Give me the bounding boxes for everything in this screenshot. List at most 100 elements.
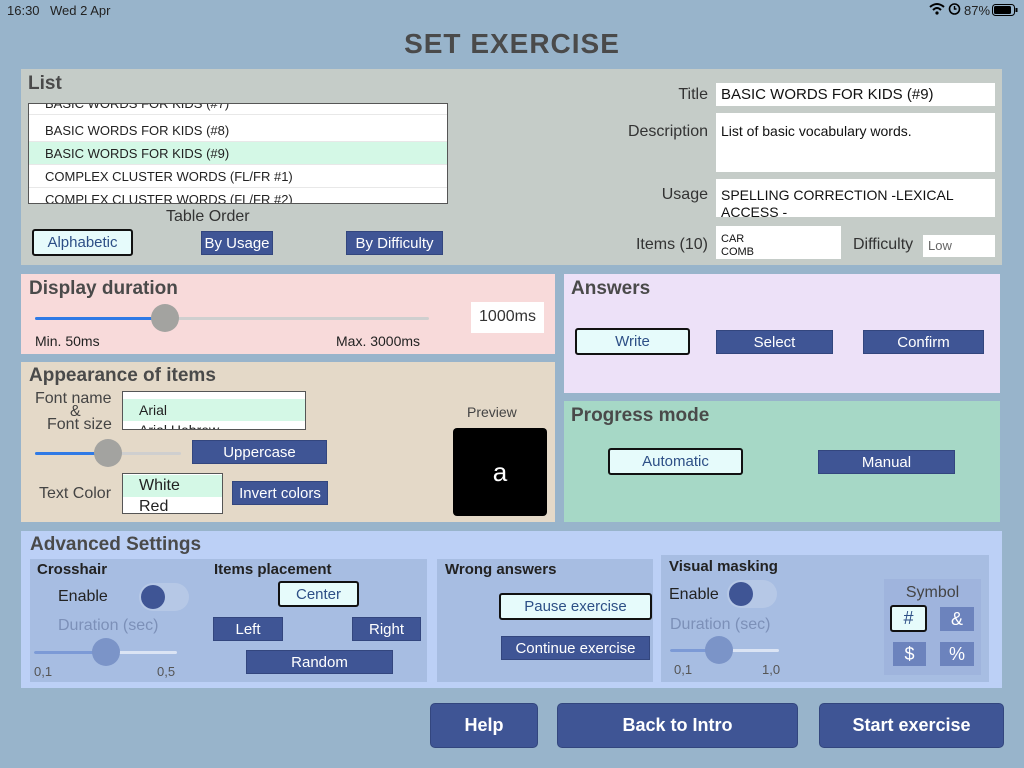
masking-enable-label: Enable bbox=[669, 586, 719, 603]
usage-field[interactable]: SPELLING CORRECTION -LEXICAL ACCESS - bbox=[716, 179, 995, 217]
color-option-selected[interactable]: White bbox=[123, 475, 222, 497]
exercise-list[interactable]: BASIC WORDS FOR KIDS (#7) BASIC WORDS FO… bbox=[28, 103, 448, 204]
crosshair-enable-label: Enable bbox=[58, 588, 108, 605]
font-picker[interactable]: Arial Arial Hebrew bbox=[122, 391, 306, 430]
right-button[interactable]: Right bbox=[352, 617, 421, 641]
crosshair-title: Crosshair bbox=[37, 561, 108, 578]
confirm-button[interactable]: Confirm bbox=[863, 330, 984, 354]
alphabetic-button[interactable]: Alphabetic bbox=[32, 229, 133, 256]
color-picker[interactable]: White Red bbox=[122, 473, 223, 514]
progress-mode-title: Progress mode bbox=[571, 405, 710, 426]
symbol-label: Symbol bbox=[905, 584, 960, 601]
title-label: Title bbox=[678, 86, 708, 103]
back-to-intro-button[interactable]: Back to Intro bbox=[557, 703, 798, 748]
select-button[interactable]: Select bbox=[716, 330, 833, 354]
uppercase-button[interactable]: Uppercase bbox=[192, 440, 327, 464]
by-difficulty-button[interactable]: By Difficulty bbox=[346, 231, 443, 255]
preview-box: a bbox=[453, 428, 547, 516]
masking-slider-knob[interactable] bbox=[705, 636, 734, 664]
difficulty-label: Difficulty bbox=[853, 236, 914, 253]
crosshair-toggle[interactable] bbox=[139, 583, 189, 611]
font-option-selected[interactable]: Arial bbox=[123, 399, 305, 421]
alarm-icon bbox=[948, 2, 961, 18]
title-field[interactable]: BASIC WORDS FOR KIDS (#9) bbox=[716, 83, 995, 106]
items-placement-title: Items placement bbox=[214, 561, 332, 578]
font-size-label: Font size bbox=[47, 416, 112, 433]
toggle-knob bbox=[729, 582, 753, 606]
duration-slider-fill bbox=[35, 317, 166, 320]
center-button[interactable]: Center bbox=[278, 581, 359, 607]
list-item-selected[interactable]: BASIC WORDS FOR KIDS (#9) bbox=[29, 142, 447, 165]
list-item[interactable]: BASIC WORDS FOR KIDS (#8) bbox=[29, 119, 447, 142]
help-button[interactable]: Help bbox=[430, 703, 538, 748]
list-item[interactable]: COMPLEX CLUSTER WORDS (FL/FR #1) bbox=[29, 165, 447, 188]
text-color-label: Text Color bbox=[39, 485, 112, 502]
display-duration-panel: Display duration 1000ms Min. 50ms Max. 3… bbox=[21, 274, 555, 354]
by-usage-button[interactable]: By Usage bbox=[201, 231, 273, 255]
preview-label: Preview bbox=[467, 404, 517, 420]
wifi-icon bbox=[929, 2, 945, 18]
masking-min-label: 0,1 bbox=[674, 662, 693, 677]
wrong-answers-title: Wrong answers bbox=[445, 561, 557, 578]
color-option[interactable]: Red bbox=[139, 498, 169, 514]
answers-title: Answers bbox=[571, 278, 651, 299]
symbol-percent-button[interactable]: % bbox=[940, 642, 974, 666]
list-title: List bbox=[28, 73, 62, 94]
masking-slider-fill bbox=[670, 649, 720, 652]
display-duration-title: Display duration bbox=[29, 278, 178, 299]
masking-duration-label: Duration (sec) bbox=[670, 616, 771, 633]
preview-char: a bbox=[492, 456, 508, 487]
visual-masking-title: Visual masking bbox=[669, 558, 778, 575]
font-size-slider-fill bbox=[35, 452, 108, 455]
manual-button[interactable]: Manual bbox=[818, 450, 955, 474]
visual-masking-section: Visual masking Enable Duration (sec) 0,1… bbox=[661, 555, 989, 682]
crosshair-min-label: 0,1 bbox=[34, 664, 53, 679]
usage-label: Usage bbox=[661, 186, 708, 203]
description-field[interactable]: List of basic vocabulary words. bbox=[716, 113, 995, 172]
advanced-settings-title: Advanced Settings bbox=[30, 534, 202, 555]
status-date: Wed 2 Apr bbox=[50, 3, 111, 18]
left-button[interactable]: Left bbox=[213, 617, 283, 641]
duration-min-label: Min. 50ms bbox=[35, 333, 100, 349]
crosshair-slider-fill bbox=[34, 651, 106, 654]
duration-slider-knob[interactable] bbox=[151, 304, 180, 332]
start-exercise-button[interactable]: Start exercise bbox=[819, 703, 1004, 748]
list-item[interactable]: COMPLEX CLUSTER WORDS (FL/FR #2) bbox=[29, 188, 447, 203]
font-size-slider-knob[interactable] bbox=[94, 439, 122, 467]
duration-slider-track[interactable] bbox=[35, 317, 429, 320]
advanced-settings-panel: Advanced Settings Crosshair Enable Durat… bbox=[21, 531, 1002, 688]
items-label: Items (10) bbox=[635, 236, 708, 253]
symbol-dollar-button[interactable]: $ bbox=[893, 642, 926, 666]
appearance-panel: Appearance of items Font name & Font siz… bbox=[21, 362, 555, 522]
page-title: SET EXERCISE bbox=[404, 28, 620, 59]
battery-percent: 87% bbox=[964, 3, 991, 18]
appearance-title: Appearance of items bbox=[29, 365, 216, 386]
battery-icon bbox=[992, 4, 1018, 19]
font-name-label: Font name bbox=[35, 390, 112, 407]
crosshair-duration-label: Duration (sec) bbox=[58, 617, 159, 634]
list-panel: List BASIC WORDS FOR KIDS (#7) BASIC WOR… bbox=[21, 69, 1002, 265]
crosshair-slider-knob[interactable] bbox=[91, 638, 120, 666]
pause-exercise-button[interactable]: Pause exercise bbox=[499, 593, 652, 620]
items-entry: COMB bbox=[721, 246, 754, 258]
masking-max-label: 1,0 bbox=[762, 662, 781, 677]
masking-toggle[interactable] bbox=[727, 580, 777, 608]
invert-colors-button[interactable]: Invert colors bbox=[232, 481, 328, 505]
font-ampersand-label: & bbox=[70, 403, 81, 420]
continue-exercise-button[interactable]: Continue exercise bbox=[501, 636, 650, 660]
symbol-ampersand-button[interactable]: & bbox=[940, 607, 974, 631]
symbol-hash-button[interactable]: # bbox=[890, 605, 927, 632]
crosshair-section: Crosshair Enable Duration (sec) 0,1 0,5 bbox=[30, 559, 219, 682]
toggle-knob bbox=[141, 585, 165, 609]
difficulty-field[interactable]: Low bbox=[923, 235, 995, 257]
status-time: 16:30 bbox=[7, 3, 40, 18]
font-option[interactable]: Arial Hebrew bbox=[139, 422, 220, 430]
list-item[interactable]: BASIC WORDS FOR KIDS (#7) bbox=[29, 104, 447, 115]
automatic-button[interactable]: Automatic bbox=[608, 448, 743, 475]
duration-value[interactable]: 1000ms bbox=[471, 302, 544, 333]
random-button[interactable]: Random bbox=[246, 650, 393, 674]
items-field[interactable]: CAR COMB bbox=[716, 226, 841, 259]
symbol-box: Symbol # & $ % bbox=[884, 579, 981, 675]
write-button[interactable]: Write bbox=[575, 328, 690, 355]
answers-panel: Answers Write Select Confirm bbox=[564, 274, 1000, 393]
